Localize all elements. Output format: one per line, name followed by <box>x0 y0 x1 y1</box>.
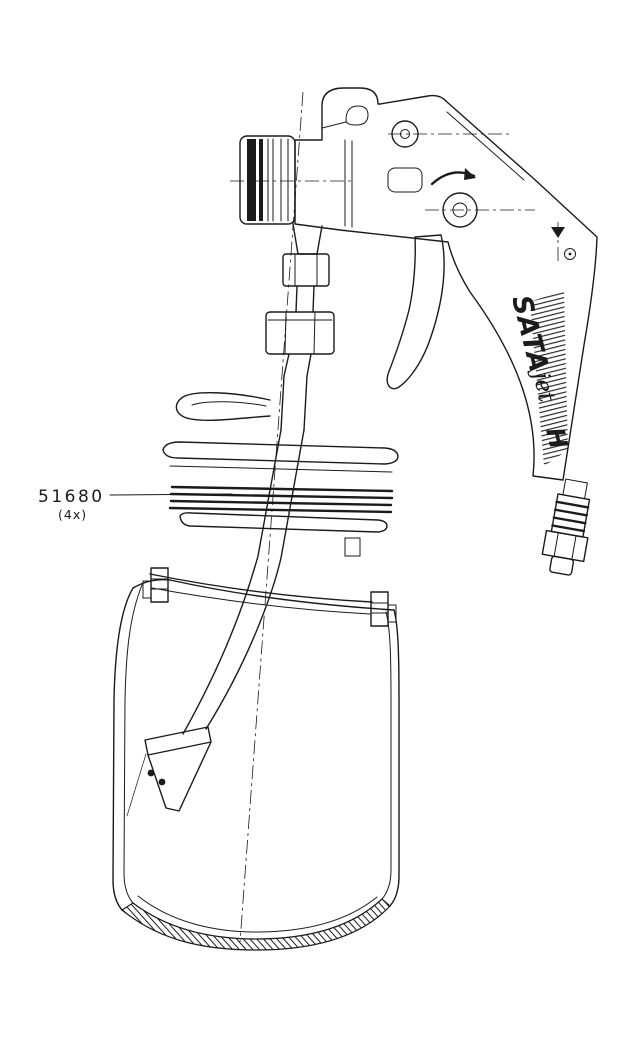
side-port <box>387 167 423 193</box>
micrometer-screw-dot <box>568 252 572 256</box>
thread-ridge-3 <box>552 516 587 525</box>
cup-bottom-foot-ring <box>120 898 391 951</box>
part-label-group: 51680 (4x) <box>38 487 233 522</box>
strainer-cone <box>147 741 212 812</box>
micrometer-screw <box>564 248 576 260</box>
part-quantity-label: (4x) <box>58 507 87 522</box>
cup-rim-back-edge <box>149 573 373 603</box>
swivel-nut-outline <box>265 311 335 355</box>
gasket-stack <box>168 485 394 514</box>
cup-lid-assembly <box>162 392 399 559</box>
suction-tube-upper <box>280 353 312 431</box>
flow-knob-center <box>452 202 468 218</box>
air-inlet-fitting <box>541 478 591 576</box>
tip-stem <box>295 285 315 313</box>
pivot-screw-center <box>400 129 410 139</box>
strainer-hole-2 <box>158 778 166 786</box>
cup-wall-left-outer <box>112 587 134 911</box>
cup-rim-front-edge <box>132 578 395 611</box>
strainer <box>126 726 212 817</box>
center-lines <box>230 91 559 943</box>
gasket-ring-4 <box>168 506 393 514</box>
part-number-label: 51680 <box>38 487 105 507</box>
tip-hex-nut <box>282 253 330 287</box>
thread-ridge-2 <box>554 508 588 517</box>
air-cap-outline <box>239 135 296 225</box>
gasket-ring-1 <box>170 485 394 493</box>
lid-wing-handle <box>175 392 271 421</box>
air-cap-ring-dark-2 <box>259 139 263 221</box>
strainer-hole-1 <box>147 769 155 777</box>
cup-clamp-right <box>370 591 397 627</box>
gasket-ring-3 <box>169 499 393 507</box>
fluid-tip-assembly <box>282 223 330 313</box>
dip-tube-group <box>126 555 282 817</box>
clamp-left-flange <box>142 580 152 599</box>
thread-ridge-1 <box>555 500 590 509</box>
pivot-screw <box>391 120 419 148</box>
gun-body-outline <box>294 87 598 481</box>
suction-cup <box>112 567 400 951</box>
lid-disc-underside <box>169 465 393 473</box>
air-cap <box>239 135 296 225</box>
cup-wall-left-inner <box>123 584 143 904</box>
body-step-line <box>446 111 525 181</box>
tip-taper <box>292 223 323 255</box>
hanging-hook-notch <box>321 121 347 129</box>
hex-facet-2 <box>571 535 577 560</box>
strainer-guide-line <box>126 753 147 817</box>
fitting-tip <box>549 555 575 576</box>
leader-line <box>109 493 233 496</box>
grip-knurling <box>530 290 568 466</box>
lid-wing-inner-line <box>191 401 267 407</box>
cup-rim-lip <box>151 587 371 615</box>
suction-tube-mid <box>257 429 305 559</box>
main-axis-centerline <box>239 91 304 943</box>
trigger <box>386 234 445 390</box>
flow-knob <box>442 192 478 228</box>
cup-wall-right-outer <box>389 609 400 907</box>
rotation-arrow-head <box>464 168 476 180</box>
cup-clamp-left <box>142 567 169 603</box>
clamp-left-bolt <box>150 567 169 603</box>
cup-bottom-inner-line <box>137 895 378 933</box>
lid-top-disc <box>162 441 399 465</box>
swivel-facet-1 <box>284 311 287 355</box>
micrometer-marker-icon <box>551 227 565 238</box>
lid-tab <box>344 537 361 557</box>
hanging-hook-icon <box>345 105 369 126</box>
lid-lower-disc <box>179 512 388 533</box>
swivel-nut <box>265 311 335 431</box>
swivel-facet-2 <box>313 311 316 355</box>
strainer-band <box>144 726 212 756</box>
cup-wall-right-inner <box>381 611 392 900</box>
clamp-right-flange <box>387 604 397 623</box>
dip-tube <box>182 555 282 735</box>
hex-facet-1 <box>553 532 559 557</box>
fitting-hex-nut <box>541 529 589 563</box>
thread-ridge-4 <box>551 524 586 533</box>
air-cap-ring-dark-1 <box>247 139 256 221</box>
